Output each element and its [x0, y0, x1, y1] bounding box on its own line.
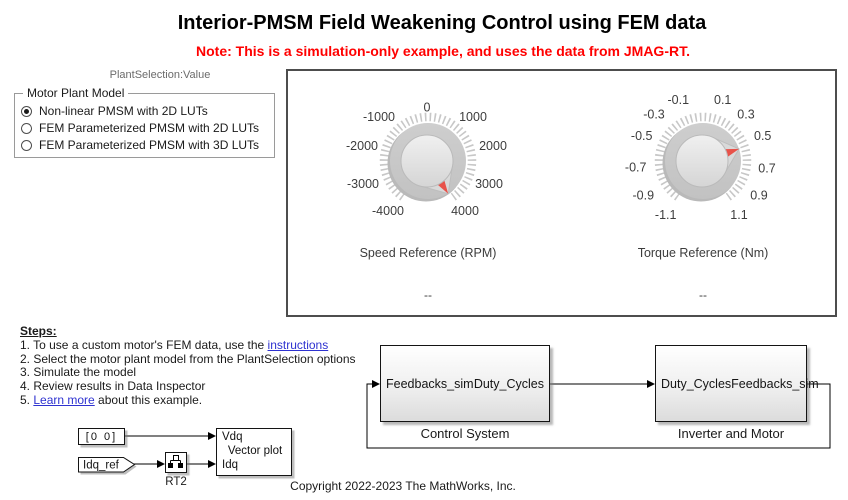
radio-option-label: FEM Parameterized PMSM with 2D LUTs: [39, 121, 260, 135]
arrowhead-icon: [208, 460, 216, 468]
radio-option-fem-3d[interactable]: FEM Parameterized PMSM with 3D LUTs: [21, 138, 268, 152]
from-tag-label: Idq_ref: [83, 460, 120, 472]
tick-label: -1000: [363, 110, 395, 124]
input-port-label: Feedbacks_sim: [386, 376, 474, 391]
radio-button-icon[interactable]: [21, 122, 32, 134]
step-line-1: 1. To use a custom motor's FEM data, use…: [20, 337, 356, 353]
torque-knob-caption: Torque Reference (Nm): [637, 246, 769, 260]
constant-block[interactable]: [0 0]: [78, 428, 125, 445]
tick-label: 1000: [459, 110, 487, 124]
dashboard-panel: [286, 69, 837, 317]
torque-reference-knob[interactable]: -0.1 0.1 -0.3 0.3 -0.5 0.5 -0.7 0.7 -0.9…: [593, 76, 813, 246]
step-line-2: 2. Select the motor plant model from the…: [20, 351, 356, 366]
radio-option-label: Non-linear PMSM with 2D LUTs: [39, 104, 208, 118]
control-system-label: Control System: [420, 426, 510, 441]
radio-button-icon[interactable]: [21, 139, 32, 151]
tick-label: -0.7: [625, 161, 647, 175]
steps-heading: Steps:: [20, 324, 57, 338]
copyright-text: Copyright 2022-2023 The MathWorks, Inc.: [290, 479, 516, 493]
tick-label: -1.1: [655, 208, 677, 222]
radio-option-fem-2d[interactable]: FEM Parameterized PMSM with 2D LUTs: [21, 121, 268, 135]
input-port-label: Duty_Cycles: [661, 376, 732, 391]
steps-annotation: Steps: 1. To use a custom motor's FEM da…: [20, 324, 356, 408]
speed-knob-value: --: [424, 288, 432, 302]
speed-reference-knob[interactable]: 0 -1000 1000 -2000 2000 -3000 3000 -4000…: [318, 76, 538, 246]
vector-plot-block[interactable]: Vdq Vector plot Idq: [216, 428, 292, 476]
output-port-label: Feedbacks_sim: [731, 376, 819, 391]
radio-option-nonlinear-2d[interactable]: Non-linear PMSM with 2D LUTs: [21, 104, 268, 118]
from-tag-shape: [78, 457, 136, 473]
vector-plot-title: Vector plot: [227, 445, 283, 457]
step-line-3: 3. Simulate the model: [20, 365, 137, 380]
inverter-and-motor-label: Inverter and Motor: [677, 426, 785, 441]
tick-label: 0.9: [750, 189, 767, 203]
learn-more-link[interactable]: Learn more: [33, 392, 95, 407]
rate-transition-icon: [168, 455, 183, 468]
knob-body[interactable]: [675, 134, 729, 188]
tick-label: 1.1: [730, 208, 747, 222]
vector-plot-port-vdq: Vdq: [222, 431, 243, 443]
tick-label: 0.3: [737, 107, 754, 121]
plant-selection-caption: PlantSelection:Value: [109, 69, 211, 81]
radio-option-label: FEM Parameterized PMSM with 3D LUTs: [39, 138, 260, 152]
speed-knob-caption: Speed Reference (RPM): [359, 246, 497, 260]
motor-plant-model-legend: Motor Plant Model: [27, 86, 125, 100]
torque-knob-value: --: [699, 288, 707, 302]
tick-label: 0: [424, 101, 431, 115]
rate-transition-label: RT2: [165, 476, 187, 488]
page-title: Interior-PMSM Field Weakening Control us…: [177, 12, 707, 34]
arrowhead-icon: [208, 432, 216, 440]
tick-label: -0.5: [631, 129, 653, 143]
motor-plant-model-group: Motor Plant Model Non-linear PMSM with 2…: [14, 86, 275, 158]
vector-plot-port-idq: Idq: [222, 459, 238, 471]
tick-label: 0.1: [714, 93, 731, 107]
instructions-link[interactable]: instructions: [267, 337, 329, 352]
tick-label: 2000: [479, 139, 507, 153]
signal-wire-feedback-loop[interactable]: [366, 383, 831, 449]
control-system-block[interactable]: Feedbacks_sim Duty_Cycles: [380, 345, 550, 422]
from-tag-idq-ref[interactable]: Idq_ref: [78, 457, 138, 476]
radio-button-icon[interactable]: [21, 105, 32, 117]
note-text: Note: This is a simulation-only example,…: [196, 43, 690, 59]
knob-tick-ring: [379, 112, 477, 201]
knob-body[interactable]: [400, 134, 454, 188]
tick-label: -0.1: [668, 93, 690, 107]
tick-label: -0.3: [643, 107, 665, 121]
tick-label: -2000: [346, 139, 378, 153]
knob-tick-ring: [654, 112, 752, 201]
tick-label: -3000: [347, 177, 379, 191]
step-line-4: 4. Review results in Data Inspector: [20, 379, 206, 394]
step-5-text: about this example.: [94, 392, 203, 407]
arrowhead-icon: [157, 460, 165, 468]
tick-label: 3000: [475, 177, 503, 191]
tick-label: 0.7: [758, 161, 775, 175]
arrowhead-icon: [647, 380, 655, 388]
step-5-number: 5.: [20, 392, 34, 407]
tick-label: -4000: [372, 204, 404, 218]
tick-label: -0.9: [633, 189, 655, 203]
tick-label: 0.5: [754, 129, 771, 143]
inverter-and-motor-block[interactable]: Duty_Cycles Feedbacks_sim: [655, 345, 819, 422]
step-1-text: 1. To use a custom motor's FEM data, use…: [20, 337, 268, 352]
step-line-5: 5. Learn more about this example.: [20, 392, 356, 408]
output-port-label: Duty_Cycles: [473, 376, 544, 391]
rate-transition-block[interactable]: [165, 452, 187, 473]
tick-label: 4000: [451, 204, 479, 218]
arrowhead-icon: [372, 380, 380, 388]
